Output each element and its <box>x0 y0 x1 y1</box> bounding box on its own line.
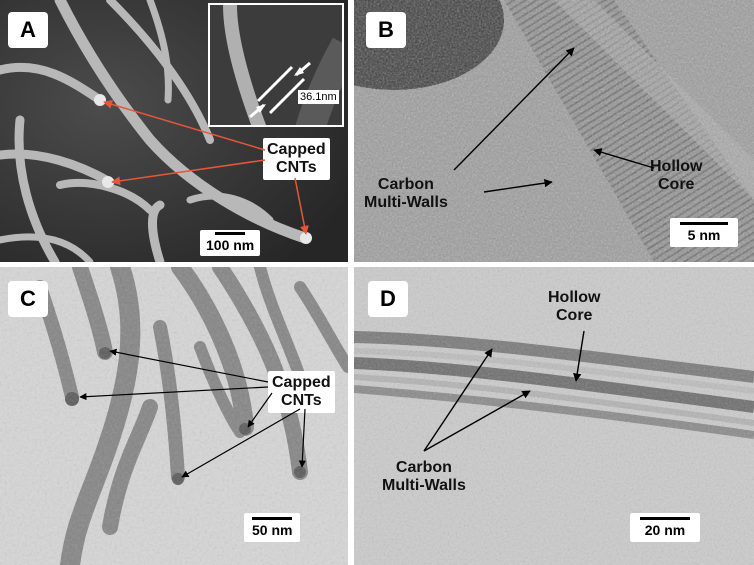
scale-bar-b: 5 nm <box>670 218 738 247</box>
label-capped-cnts-a: Capped CNTs <box>263 138 330 180</box>
scale-bar-label-a: 100 nm <box>206 237 255 253</box>
scale-bar-label-d: 20 nm <box>644 522 686 538</box>
panel-c-tem-image: C Capped CNTs 50 nm <box>0 267 348 565</box>
label-carbon-multi-walls-d: Carbon Multi-Walls <box>382 459 466 494</box>
label-hollow-core-d: Hollow Core <box>548 289 601 324</box>
panel-letter-b: B <box>366 12 406 48</box>
scale-bar-d: 20 nm <box>630 513 700 542</box>
panel-letter-c: C <box>8 281 48 317</box>
scale-bar-a: 100 nm <box>200 230 261 256</box>
label-capped-cnts-c: Capped CNTs <box>268 371 335 413</box>
panel-letter-d: D <box>368 281 408 317</box>
panel-letter-a: A <box>8 12 48 48</box>
panel-d-tem-image: D Hollow Core Carbon Multi-Walls 20 nm <box>354 267 754 565</box>
inset-measurement: 36.1nm <box>298 90 339 104</box>
panel-b-hrtem-image: B Carbon Multi-Walls Hollow Core 5 nm <box>354 0 754 262</box>
label-hollow-core-b: Hollow Core <box>650 158 703 193</box>
scale-bar-label-b: 5 nm <box>687 227 721 243</box>
label-carbon-multi-walls-b: Carbon Multi-Walls <box>364 176 448 211</box>
panel-a-sem-image: 36.1nm A Capped CNTs 100 nm <box>0 0 348 262</box>
scale-bar-label-c: 50 nm <box>252 522 293 538</box>
scale-bar-c: 50 nm <box>244 513 301 542</box>
inset-zoom <box>208 3 344 127</box>
